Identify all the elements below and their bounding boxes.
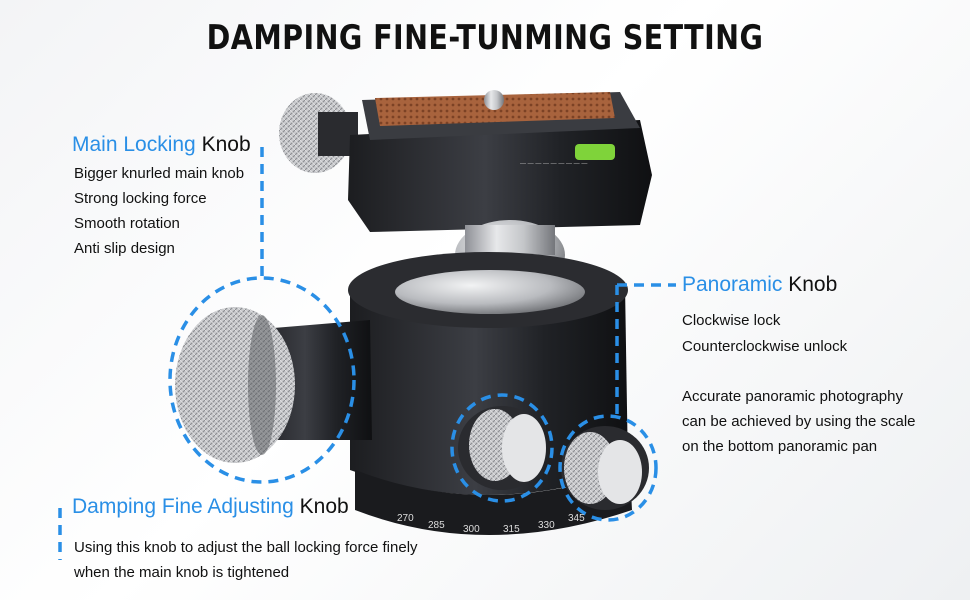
- damping-accent: Damping Fine Adjusting: [72, 495, 294, 518]
- damping-line: when the main knob is tightened: [74, 564, 290, 581]
- damping-knob: [458, 406, 546, 490]
- quick-release-clamp: — — — — — — — — —: [348, 90, 652, 232]
- panoramic-line: Counterclockwise unlock: [682, 338, 848, 355]
- scale-mark: 315: [503, 524, 520, 535]
- main-locking-line: Bigger knurled main knob: [74, 165, 245, 182]
- panoramic-line: on the bottom panoramic pan: [682, 438, 878, 455]
- panoramic-heading: Panoramic Knob: [682, 273, 837, 297]
- main-locking-knob: [175, 307, 372, 463]
- main-locking-line: Smooth rotation: [74, 215, 180, 232]
- scale-mark: 270: [397, 513, 414, 524]
- panoramic-plain: Knob: [788, 273, 838, 296]
- panoramic-line: Clockwise lock: [682, 312, 781, 329]
- damping-heading: Damping Fine Adjusting Knob: [72, 495, 349, 519]
- svg-text:— — — — — — — — —: — — — — — — — — —: [520, 161, 587, 167]
- ball-head-body: [348, 252, 632, 535]
- scale-mark: 330: [538, 520, 555, 531]
- damping-line: Using this knob to adjust the ball locki…: [74, 539, 418, 556]
- panoramic-line: can be achieved by using the scale: [682, 413, 916, 430]
- scale-mark: 345: [568, 513, 585, 524]
- top-knob: [279, 93, 358, 173]
- main-locking-line: Anti slip design: [74, 240, 175, 257]
- damping-plain: Knob: [299, 495, 349, 518]
- main-locking-line: Strong locking force: [74, 190, 207, 207]
- main-locking-heading: Main Locking Knob: [72, 133, 251, 157]
- panoramic-line: Accurate panoramic photography: [682, 388, 903, 405]
- panoramic-accent: Panoramic: [682, 273, 783, 296]
- page-title: DAMPING FINE-TUNMING SETTING: [206, 18, 764, 58]
- callout-lines: [58, 147, 676, 560]
- scale-mark: 285: [428, 520, 445, 531]
- main-locking-accent: Main Locking: [72, 133, 196, 156]
- main-locking-plain: Knob: [201, 133, 251, 156]
- panoramic-knob: [561, 426, 649, 510]
- scale-mark: 300: [463, 524, 480, 535]
